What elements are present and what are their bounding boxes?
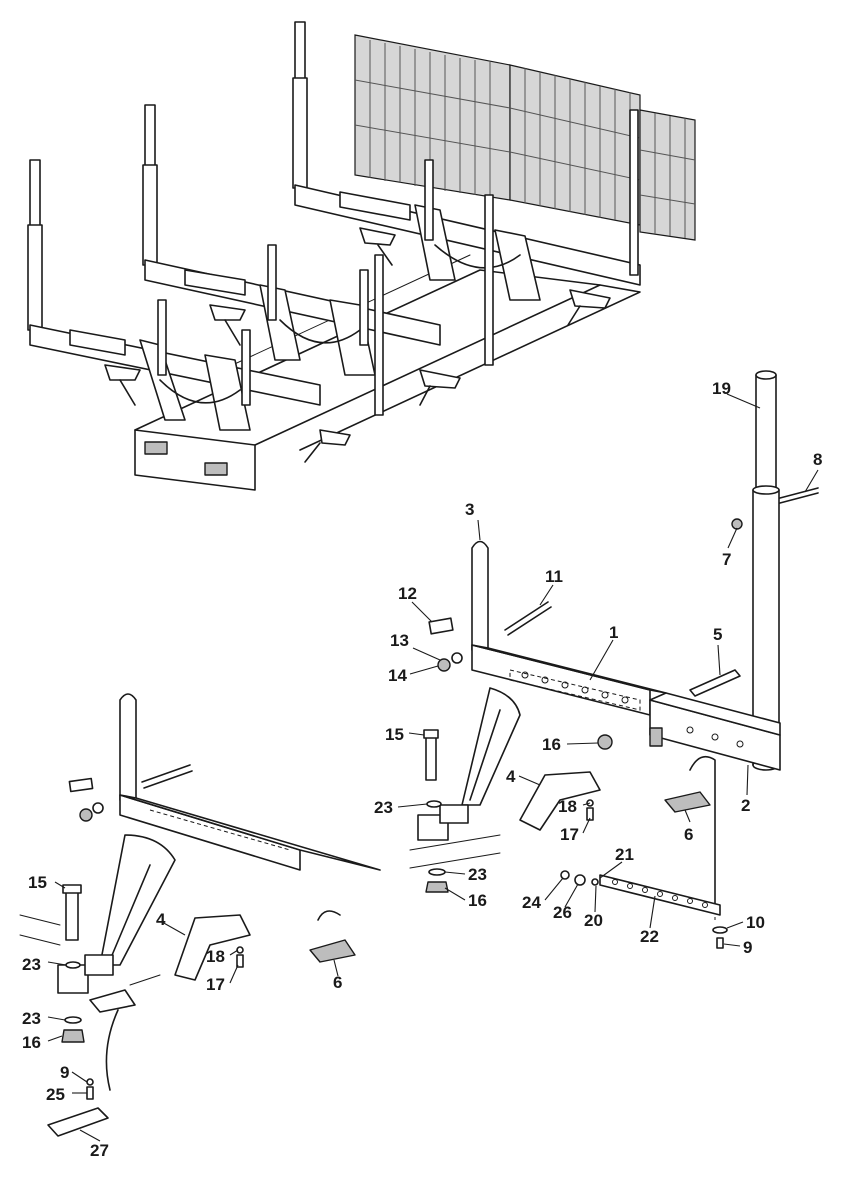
callout-23-left: 23 <box>22 955 41 974</box>
nut-16 <box>597 734 613 750</box>
callout-13: 13 <box>390 631 409 650</box>
assembled-rack-overview <box>27 21 696 491</box>
nut-14 <box>437 658 451 672</box>
receiver-tube <box>649 692 781 771</box>
callout-22: 22 <box>640 927 659 946</box>
callout-4-left: 4 <box>156 910 166 929</box>
bolt-5 <box>689 669 741 697</box>
right-exploded-stand <box>409 370 819 949</box>
callout-3: 3 <box>465 500 474 519</box>
front-stand <box>27 159 321 431</box>
callout-6: 6 <box>684 825 693 844</box>
callout-5: 5 <box>713 625 722 644</box>
bolt-15 <box>425 734 437 781</box>
bracket-4 <box>519 771 601 831</box>
post-3 <box>471 540 489 651</box>
upright-tube <box>752 370 780 771</box>
middle-stand <box>142 104 461 463</box>
callout-19: 19 <box>712 379 731 398</box>
right-legs <box>417 687 521 841</box>
rear-stand <box>292 21 641 366</box>
post-left <box>119 693 137 801</box>
bolt-8 <box>779 487 819 499</box>
callout-8: 8 <box>813 450 822 469</box>
callout-26: 26 <box>553 903 572 922</box>
callout-20: 20 <box>584 911 603 930</box>
callout-16: 16 <box>542 735 561 754</box>
rear-grate <box>354 34 696 241</box>
main-beam <box>471 644 667 716</box>
callout-23-left-lower: 23 <box>22 1009 41 1028</box>
callout-9-left: 9 <box>60 1063 69 1082</box>
pad-6 <box>664 791 711 813</box>
callout-10: 10 <box>746 913 765 932</box>
left-exploded-stand <box>19 693 381 1137</box>
callout-23: 23 <box>374 798 393 817</box>
callout-6-left: 6 <box>333 973 342 992</box>
pin-12 <box>428 617 454 635</box>
callout-15: 15 <box>385 725 404 744</box>
callout-14: 14 <box>388 666 407 685</box>
callout-27: 27 <box>90 1141 109 1160</box>
callout-17-left: 17 <box>206 975 225 994</box>
callout-23-lower: 23 <box>468 865 487 884</box>
washer-13 <box>451 652 463 664</box>
callout-25: 25 <box>46 1085 65 1104</box>
callout-15-left: 15 <box>28 873 47 892</box>
callout-18-left: 18 <box>206 947 225 966</box>
bolt-11 <box>504 601 549 631</box>
callout-21: 21 <box>615 845 634 864</box>
callout-16-lower: 16 <box>468 891 487 910</box>
callout-labels: 19 8 7 3 11 12 1 5 13 14 15 16 2 4 18 23… <box>22 379 822 1160</box>
callout-9: 9 <box>743 938 752 957</box>
callout-leaders <box>47 393 819 1142</box>
callout-4: 4 <box>506 767 516 786</box>
chain-strap <box>599 874 721 916</box>
callout-2: 2 <box>741 796 750 815</box>
callout-12: 12 <box>398 584 417 603</box>
callout-7: 7 <box>722 550 731 569</box>
callout-17: 17 <box>560 825 579 844</box>
callout-18: 18 <box>558 797 577 816</box>
callout-24: 24 <box>522 893 541 912</box>
callout-11: 11 <box>545 567 563 586</box>
callout-1: 1 <box>609 623 618 642</box>
callout-16-left: 16 <box>22 1033 41 1052</box>
nut-7 <box>731 518 743 530</box>
